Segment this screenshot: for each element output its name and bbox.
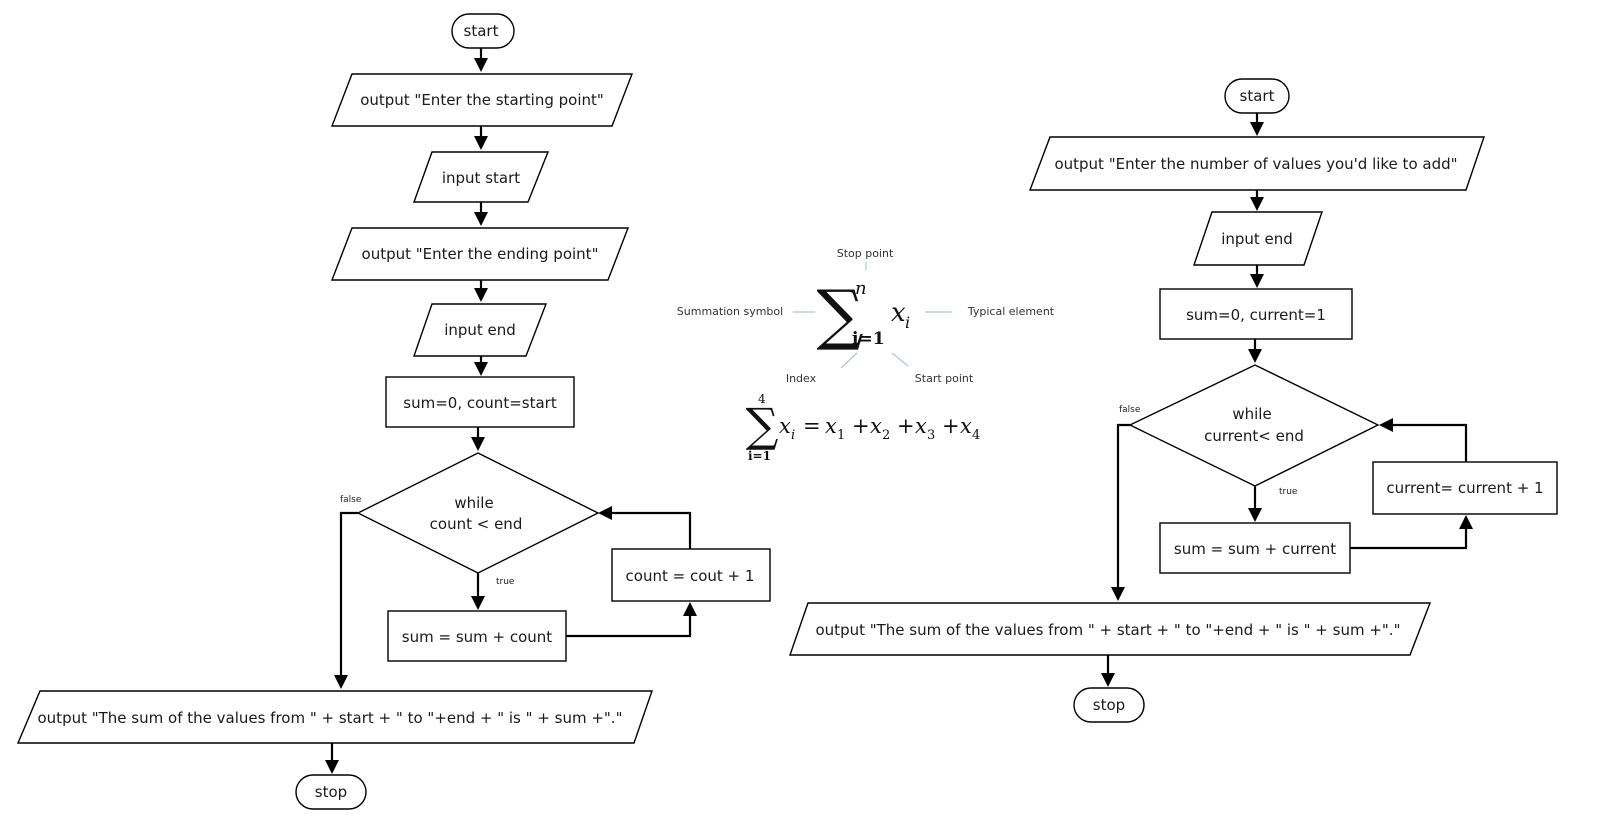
left-stop-terminal: [295, 774, 367, 810]
left-loop-label-line2: count < end: [430, 515, 523, 533]
right-result-output-shape: [789, 602, 1432, 656]
right-init-box: [1159, 288, 1353, 340]
right-increment-box: [1372, 461, 1558, 515]
right-input-end-shape: [1193, 211, 1323, 266]
left-input-end-shape: [413, 303, 548, 357]
right-output-count-shape: [1028, 136, 1485, 191]
left-input-start-label: input start: [442, 169, 520, 187]
left-input-start-shape: [413, 151, 550, 203]
example-sigma: ∑: [746, 398, 779, 452]
example-term-2-base: x: [870, 414, 882, 438]
right-output-count-label: output "Enter the number of values you'd…: [1054, 155, 1457, 173]
right-result-label: output "The sum of the values from " + s…: [816, 621, 1401, 639]
right-body-label: sum = sum + current: [1174, 540, 1336, 558]
left-output-start-shape: [330, 73, 634, 127]
example-lhs-subscript: i: [791, 428, 795, 443]
start-point-leader: [891, 352, 909, 367]
left-flowchart: start output "Enter the starting point" …: [16, 13, 771, 810]
right-loop-label-line2: current< end: [1204, 427, 1304, 445]
left-loop-decision: [356, 452, 600, 574]
left-start-terminal: [451, 13, 515, 49]
example-term-3-subscript: 3: [927, 428, 935, 443]
right-loop-decision: [1128, 364, 1380, 487]
right-input-end-label: input end: [1221, 230, 1293, 248]
example-plus-1: +: [852, 414, 870, 438]
right-false-label: false: [1119, 405, 1141, 415]
left-output-end-label: output "Enter the ending point": [362, 245, 599, 263]
typical-element-annotation: Typical element: [967, 305, 1055, 318]
left-body-label: sum = sum + count: [402, 628, 553, 646]
right-true-label: true: [1279, 487, 1298, 497]
example-equals: =: [803, 414, 821, 438]
left-false-label: false: [340, 495, 362, 505]
example-term-3-base: x: [915, 414, 927, 438]
example-term-1-base: x: [825, 414, 837, 438]
right-init-label: sum=0, current=1: [1186, 306, 1326, 324]
sigma-symbol: ∑: [816, 276, 863, 353]
left-output-end-shape: [330, 227, 630, 281]
example-plus-2: +: [897, 414, 915, 438]
left-start-label: start: [464, 22, 499, 40]
left-stop-label: stop: [315, 783, 347, 801]
left-loop-label-line1: while: [454, 494, 493, 512]
right-connectors: [1101, 113, 1473, 687]
example-lower-limit: i=1: [748, 449, 771, 463]
summation-notation: Stop point Summation symbol Typical elem…: [677, 247, 1055, 463]
example-lhs-base: x: [779, 414, 791, 438]
left-init-box: [385, 376, 575, 428]
left-increment-label: count = cout + 1: [626, 567, 755, 585]
left-connectors: [325, 48, 697, 774]
index-leader: [840, 352, 858, 369]
right-stop-terminal: [1073, 687, 1145, 723]
example-term-2-subscript: 2: [882, 428, 890, 443]
example-term-4-subscript: 4: [972, 428, 980, 443]
example-term-4-base: x: [960, 414, 972, 438]
left-result-label: output "The sum of the values from " + s…: [38, 709, 623, 727]
right-body-box: [1159, 522, 1351, 574]
example-term-1-subscript: 1: [837, 428, 845, 443]
left-true-label: true: [496, 577, 515, 587]
right-start-label: start: [1240, 87, 1275, 105]
summation-symbol-annotation: Summation symbol: [677, 305, 783, 318]
right-flowchart: start output "Enter the number of values…: [789, 78, 1558, 723]
left-result-output-shape: [16, 690, 653, 744]
right-stop-label: stop: [1093, 696, 1125, 714]
left-init-label: sum=0, count=start: [403, 394, 557, 412]
left-input-end-label: input end: [444, 321, 516, 339]
stop-point-annotation: Stop point: [837, 247, 894, 260]
right-increment-label: current= current + 1: [1386, 479, 1543, 497]
summation-example: ∑ 4 i=1 x i = x 1 + x 2 + x 3 + x 4: [746, 392, 981, 463]
example-plus-3: +: [942, 414, 960, 438]
example-upper-limit: 4: [758, 392, 766, 406]
typical-term-base: x: [891, 298, 906, 328]
index-annotation: Index: [786, 372, 817, 385]
start-point-annotation: Start point: [915, 372, 974, 385]
right-loop-label-line1: while: [1232, 405, 1271, 423]
typical-term-subscript: i: [905, 313, 910, 332]
left-output-start-label: output "Enter the starting point": [360, 91, 604, 109]
sigma-upper-limit: n: [855, 278, 867, 299]
sigma-lower-limit: i=1: [852, 329, 885, 349]
